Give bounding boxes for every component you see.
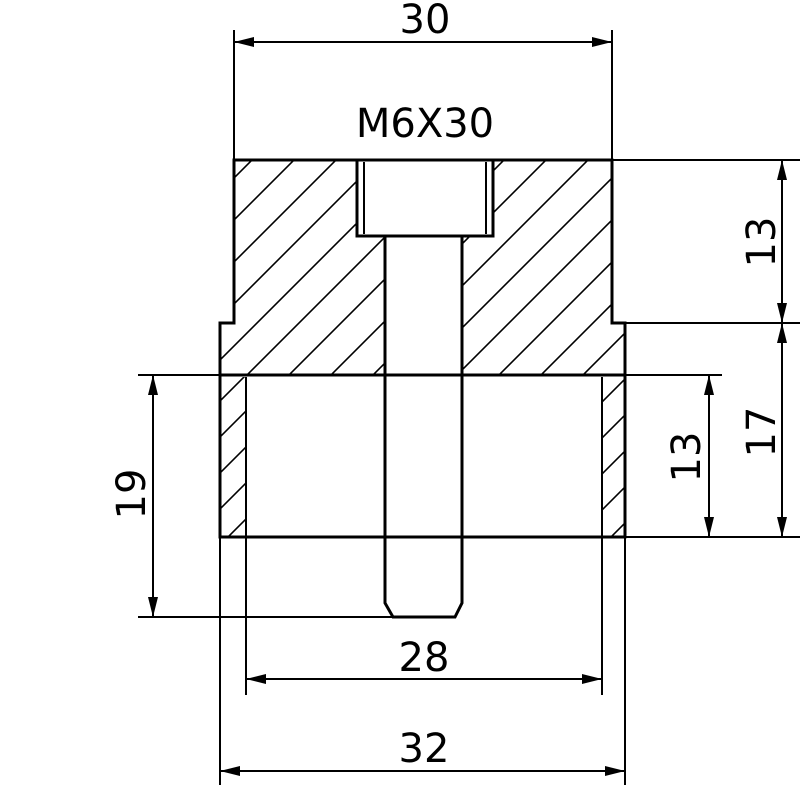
dimension-arrow — [220, 766, 240, 776]
bolt-head — [355, 158, 495, 238]
hatch-line — [369, 370, 539, 540]
hatch-line — [241, 160, 468, 375]
section-hatch-upper — [0, 155, 800, 380]
hatch-line — [220, 377, 246, 403]
hatch-line — [297, 370, 467, 540]
dimension-arrow — [704, 375, 714, 395]
dimension-arrow — [777, 303, 787, 323]
bolt-label: M6X30 — [356, 101, 494, 147]
dimension-arrow — [582, 674, 602, 684]
dim-right-upper-height: 13 — [739, 217, 785, 268]
hatch-line — [220, 160, 300, 375]
hatch-line — [602, 377, 625, 404]
hatch-line — [409, 160, 625, 375]
section-hatch-right-wall — [428, 370, 800, 540]
hatch-line — [602, 449, 625, 476]
hatch-line — [535, 160, 625, 375]
bolt-shank — [383, 236, 464, 619]
dim-right-lower-height: 17 — [739, 407, 785, 458]
dimension-lines — [148, 37, 787, 776]
hatch-line — [577, 160, 625, 375]
dim-inner-width: 28 — [399, 635, 450, 681]
hatch-line — [367, 160, 594, 375]
hatch-line — [602, 485, 625, 512]
hatch-line — [220, 481, 246, 511]
dimension-arrow — [592, 37, 612, 47]
hatch-line — [226, 517, 246, 537]
dim-left-height: 19 — [109, 469, 155, 520]
hatch-line — [788, 370, 800, 540]
dimension-arrow — [777, 160, 787, 180]
section-hatch-left-wall — [220, 370, 575, 540]
hatch-line — [451, 160, 625, 375]
dimension-arrow — [148, 375, 158, 395]
dimension-arrow — [777, 517, 787, 537]
dimension-arrow — [234, 37, 254, 47]
hatch-line — [333, 370, 503, 540]
hatch-line — [493, 160, 625, 375]
hatch-line — [602, 413, 625, 440]
dimension-arrow — [704, 517, 714, 537]
hatch-line — [220, 160, 384, 375]
dim-top-width: 30 — [400, 0, 451, 43]
hatch-line — [325, 160, 552, 375]
hatch-line — [220, 160, 258, 375]
hatch-line — [788, 155, 800, 380]
lower-part-outline — [218, 375, 627, 539]
dimension-arrow — [246, 674, 266, 684]
dim-inner-height: 13 — [664, 432, 710, 483]
dimension-arrow — [605, 766, 625, 776]
dimension-arrow — [148, 597, 158, 617]
hatch-line — [283, 160, 510, 375]
hatch-line — [220, 160, 342, 375]
dimension-arrow — [777, 323, 787, 343]
hatch-line — [405, 370, 575, 540]
hatch-line — [261, 370, 431, 540]
dim-bottom-width: 32 — [399, 726, 450, 772]
extension-lines — [138, 30, 800, 785]
hatch-line — [0, 155, 215, 380]
hatch-line — [220, 445, 246, 475]
hatch-line — [428, 370, 598, 540]
